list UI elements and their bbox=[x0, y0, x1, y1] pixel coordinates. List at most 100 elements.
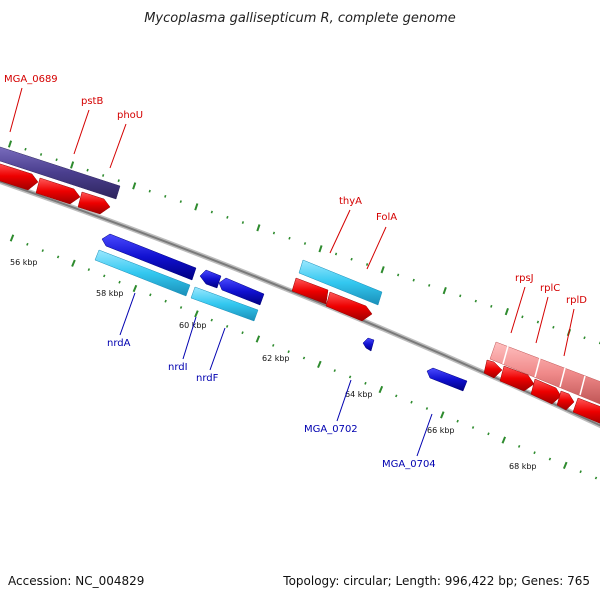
gene-mga0704-arrow[interactable] bbox=[426, 367, 468, 392]
leader-fola bbox=[366, 226, 387, 270]
gene-arrow-rev-2[interactable] bbox=[218, 277, 265, 306]
gene-rpsj-block[interactable] bbox=[489, 341, 600, 405]
scale-label-56: 56 kbp bbox=[10, 258, 38, 267]
outer-tick-37 bbox=[583, 336, 586, 340]
gene-nrdi-arrow[interactable] bbox=[199, 269, 222, 289]
inner-tick-9 bbox=[149, 293, 152, 297]
inner-tick-1 bbox=[26, 242, 29, 246]
label-fola[interactable]: FolA bbox=[376, 212, 397, 223]
inner-tick-25 bbox=[395, 394, 398, 398]
gene-thya-arrow[interactable] bbox=[298, 259, 383, 306]
outer-tick-9 bbox=[148, 189, 151, 193]
leader-mga0704 bbox=[416, 413, 433, 457]
inner-tick-18 bbox=[287, 350, 290, 354]
gene-arrow-fwd-8[interactable] bbox=[556, 390, 575, 411]
outer-tick-12 bbox=[194, 203, 199, 211]
outer-tick-5 bbox=[86, 168, 89, 172]
label-nrda[interactable]: nrdA bbox=[107, 338, 131, 349]
outer-tick-15 bbox=[241, 221, 245, 224]
separator-1 bbox=[502, 345, 509, 365]
label-thya[interactable]: thyA bbox=[339, 196, 362, 207]
label-leader-lines bbox=[9, 87, 575, 457]
gene-arrow-fwd-9[interactable] bbox=[572, 397, 600, 425]
inner-tick-10 bbox=[164, 299, 167, 303]
outer-tick-10 bbox=[164, 194, 167, 198]
reverse-gene-labels: nrdA nrdI nrdF MGA_0702 MGA_0704 bbox=[107, 338, 436, 470]
inner-tick-34 bbox=[533, 451, 536, 455]
inner-tick-29 bbox=[456, 419, 459, 423]
label-mga0689[interactable]: MGA_0689 bbox=[4, 74, 58, 85]
leader-nrdi bbox=[182, 316, 197, 360]
reverse-features bbox=[94, 233, 468, 392]
scale-label-66: 66 kbp bbox=[427, 426, 455, 435]
outer-tick-29 bbox=[459, 294, 462, 298]
inner-tick-6 bbox=[103, 274, 106, 278]
outer-tick-18 bbox=[288, 236, 291, 240]
outer-tick-31 bbox=[490, 304, 493, 308]
label-nrdi[interactable]: nrdI bbox=[168, 362, 188, 373]
gene-arrow-fwd-4[interactable] bbox=[291, 277, 329, 305]
outer-tick-16 bbox=[256, 224, 261, 232]
gene-nrdf-arrow[interactable] bbox=[190, 286, 259, 322]
forward-gene-labels: MGA_0689 pstB phoU thyA FolA rpsJ rplC r… bbox=[4, 74, 587, 306]
inner-tick-17 bbox=[272, 343, 275, 347]
gene-arrow-rev-1[interactable] bbox=[101, 233, 197, 281]
scale-label-58: 58 kbp bbox=[96, 289, 124, 298]
gene-arrow-fwd-1[interactable] bbox=[0, 162, 39, 191]
inner-tick-21 bbox=[333, 369, 336, 373]
accession-text: Accession: NC_004829 bbox=[8, 574, 144, 588]
outer-tick-4 bbox=[70, 161, 75, 169]
inner-tick-24 bbox=[378, 385, 384, 394]
leader-nrdf bbox=[209, 327, 226, 371]
label-rplc[interactable]: rplC bbox=[540, 283, 560, 294]
outer-tick-21 bbox=[334, 252, 338, 256]
inner-tick-12 bbox=[194, 310, 199, 318]
outer-tick-27 bbox=[428, 284, 431, 287]
label-mga0702[interactable]: MGA_0702 bbox=[304, 424, 358, 435]
outer-tick-6 bbox=[102, 174, 105, 177]
inner-tick-3 bbox=[56, 255, 60, 259]
inner-tick-36 bbox=[562, 461, 568, 469]
outer-tick-25 bbox=[397, 273, 400, 277]
inner-tick-8 bbox=[132, 284, 138, 293]
outer-tick-19 bbox=[303, 242, 307, 245]
leader-mga0702 bbox=[336, 379, 352, 422]
outer-tick-0 bbox=[7, 140, 13, 148]
gene-mga0702-arrow[interactable] bbox=[362, 337, 375, 352]
scale-label-68: 68 kbp bbox=[509, 462, 537, 471]
label-pstb[interactable]: pstB bbox=[81, 96, 103, 107]
label-mga0704[interactable]: MGA_0704 bbox=[382, 459, 436, 470]
label-rpld[interactable]: rplD bbox=[566, 295, 587, 306]
inner-tick-37 bbox=[579, 470, 582, 474]
gene-arrow-fwd-6[interactable] bbox=[499, 365, 535, 392]
inner-tick-0 bbox=[9, 234, 15, 242]
gene-arrow-fwd-5[interactable] bbox=[483, 359, 503, 379]
label-nrdf[interactable]: nrdF bbox=[196, 373, 219, 384]
label-rpsj[interactable]: rpsJ bbox=[515, 273, 534, 284]
outer-tick-13 bbox=[210, 210, 213, 214]
inner-tick-27 bbox=[425, 407, 429, 410]
inner-tick-22 bbox=[348, 375, 352, 379]
gene-arrow-fwd-2[interactable] bbox=[35, 177, 81, 205]
outer-tick-11 bbox=[179, 200, 182, 203]
leader-thya bbox=[329, 209, 351, 254]
gene-mga0689-arrow[interactable] bbox=[0, 145, 121, 200]
inner-tick-28 bbox=[440, 411, 445, 419]
label-phou[interactable]: phoU bbox=[117, 110, 143, 121]
outer-tick-7 bbox=[117, 179, 120, 183]
leader-rpld bbox=[563, 308, 575, 357]
gene-arrow-fwd-3[interactable] bbox=[77, 191, 111, 215]
outer-tick-30 bbox=[474, 299, 477, 303]
gene-fola-arrow[interactable] bbox=[325, 291, 373, 322]
leader-phou bbox=[109, 123, 127, 169]
leader-rpsj bbox=[510, 286, 526, 334]
outer-tick-32 bbox=[504, 307, 509, 316]
outer-tick-26 bbox=[412, 278, 415, 282]
genome-backbone bbox=[0, 178, 600, 429]
gene-arrow-fwd-7[interactable] bbox=[530, 378, 562, 405]
gene-nrda-arrow[interactable] bbox=[94, 249, 191, 297]
inner-tick-15 bbox=[241, 331, 244, 335]
outer-tick-1 bbox=[24, 147, 27, 151]
